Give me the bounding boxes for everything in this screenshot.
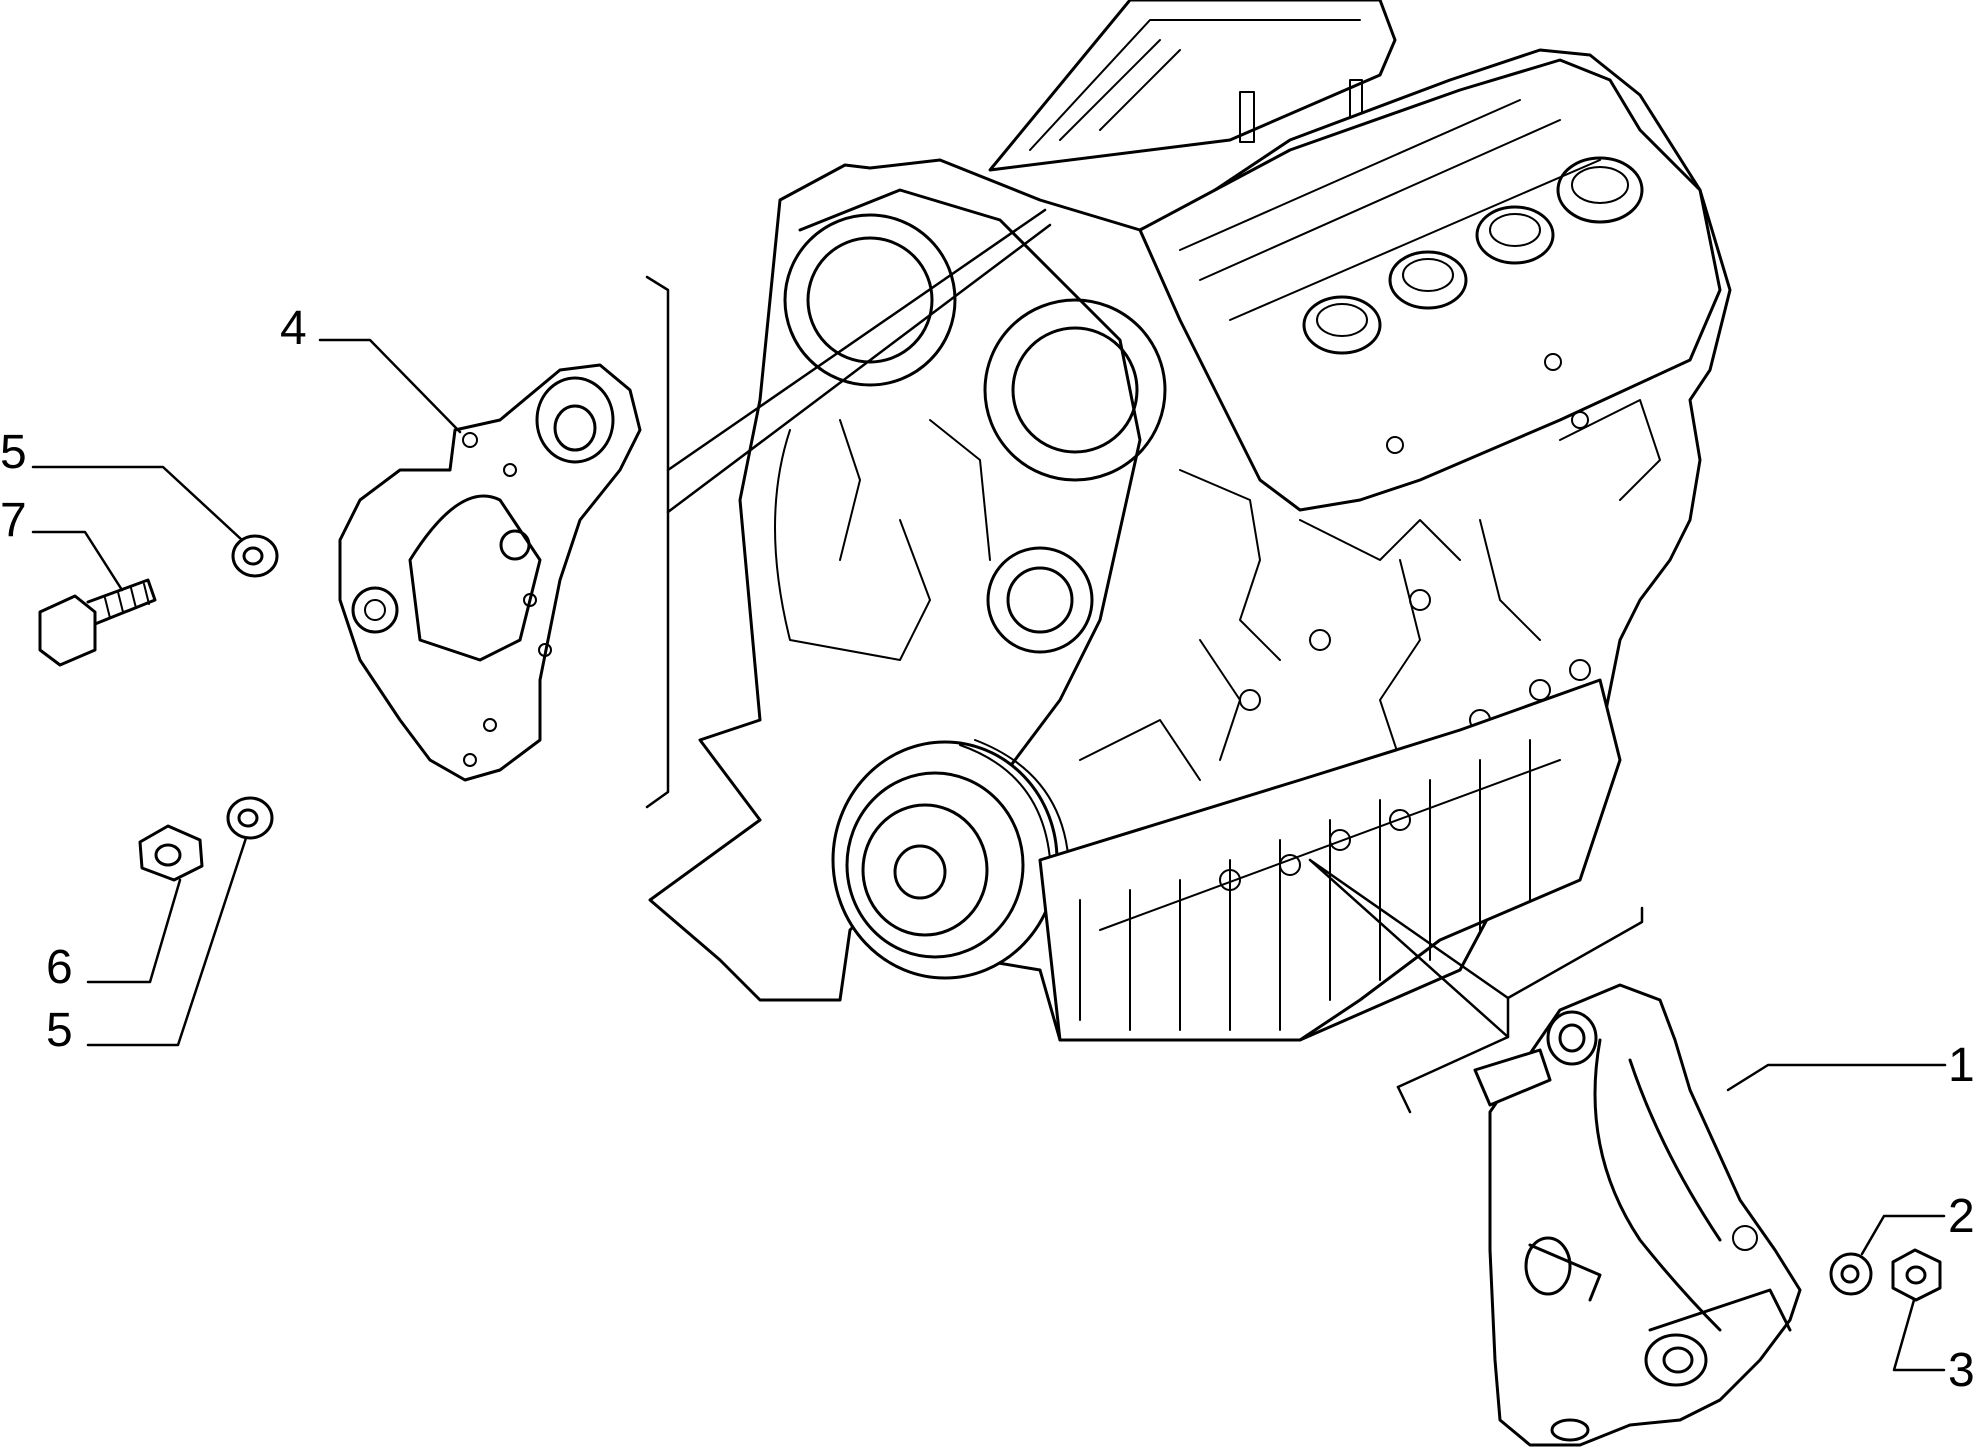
leader-3 [1892, 1298, 1946, 1372]
washer-right [1829, 1252, 1873, 1296]
upper-bracket-projection-lines [666, 208, 1052, 514]
leader-7 [31, 530, 124, 592]
leader-4 [318, 338, 462, 434]
callout-2: 2 [1948, 1190, 1975, 1243]
spark-plug-wells [1302, 156, 1644, 355]
callout-6: 6 [46, 941, 73, 994]
hex-nut-left [138, 824, 204, 882]
lower-engine-mount-bracket [1473, 983, 1802, 1447]
hex-nut-right [1891, 1248, 1942, 1302]
leader-2 [1860, 1214, 1946, 1256]
leader-6 [86, 878, 182, 984]
leader-5-upper [31, 465, 244, 542]
callout-4: 4 [280, 302, 307, 355]
hex-bolt [38, 578, 157, 667]
lower-bracket-projection-lines [1308, 858, 1510, 1039]
callout-5-lower: 5 [46, 1004, 73, 1057]
leader-1 [1726, 1063, 1947, 1092]
upper-engine-support-plate [338, 363, 642, 782]
callout-3: 3 [1948, 1344, 1975, 1397]
upper-bracket-bracket-line [645, 275, 670, 809]
leader-5-lower [86, 836, 248, 1047]
engine-assembly [648, 0, 1732, 1042]
washer-upper [231, 534, 279, 578]
callout-5-upper: 5 [0, 426, 27, 479]
callout-7: 7 [0, 494, 27, 547]
washer-lower [226, 796, 274, 840]
callout-1: 1 [1948, 1039, 1975, 1092]
